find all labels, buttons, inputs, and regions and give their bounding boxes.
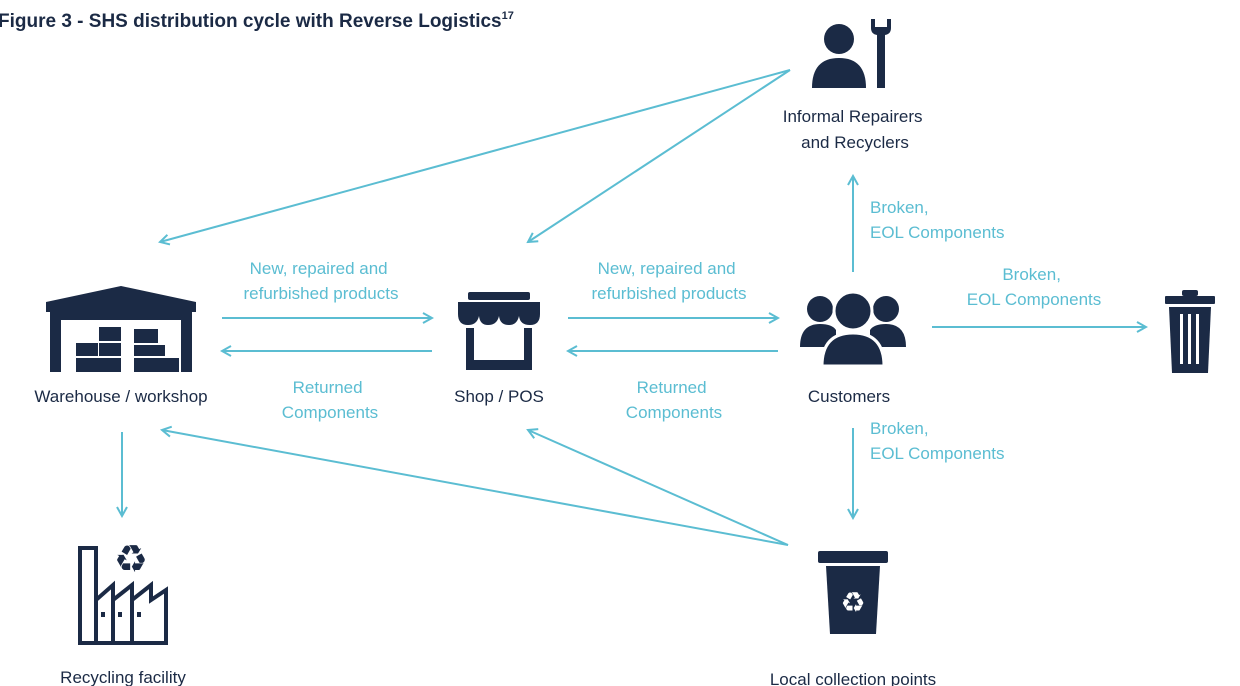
flow-label-broken-up: Broken, EOL Components — [870, 198, 1005, 242]
flow-label-new-products-2: New, repaired and refurbished products — [592, 259, 747, 303]
trash-can-icon — [1165, 290, 1215, 373]
repairer-icon — [812, 19, 891, 88]
arrow-repairers-to-warehouse — [160, 69, 791, 242]
svg-text:♻: ♻ — [114, 537, 148, 581]
collection-bin-icon: ♻ — [818, 551, 888, 634]
arrow-repairers-to-shop — [528, 69, 791, 242]
recycling-factory-icon: ♻ — [78, 537, 168, 645]
flow-label-broken-down: Broken, EOL Components — [870, 419, 1005, 463]
recycling-facility-label: Recycling facility — [60, 668, 186, 686]
flow-label-broken-right: Broken, EOL Components — [967, 265, 1102, 309]
repairers-label: Informal Repairers and Recyclers — [783, 107, 928, 152]
figure-title: Figure 3 - SHS distribution cycle with R… — [0, 10, 514, 32]
customers-label: Customers — [808, 387, 890, 406]
customers-icon — [800, 290, 906, 368]
flow-label-returned-2: Returned Components — [626, 378, 722, 422]
collection-points-label: Local collection points — [770, 670, 936, 686]
arrow-collection-to-shop — [528, 430, 789, 546]
warehouse-icon — [46, 286, 196, 372]
shop-label: Shop / POS — [454, 387, 544, 406]
flow-arrows — [122, 69, 1146, 546]
warehouse-label: Warehouse / workshop — [34, 387, 207, 406]
shop-icon — [458, 292, 540, 370]
svg-text:♻: ♻ — [840, 586, 865, 619]
flow-label-returned-1: Returned Components — [282, 378, 378, 422]
arrow-collection-to-warehouse — [162, 430, 789, 546]
flow-label-new-products-1: New, repaired and refurbished products — [244, 259, 399, 303]
